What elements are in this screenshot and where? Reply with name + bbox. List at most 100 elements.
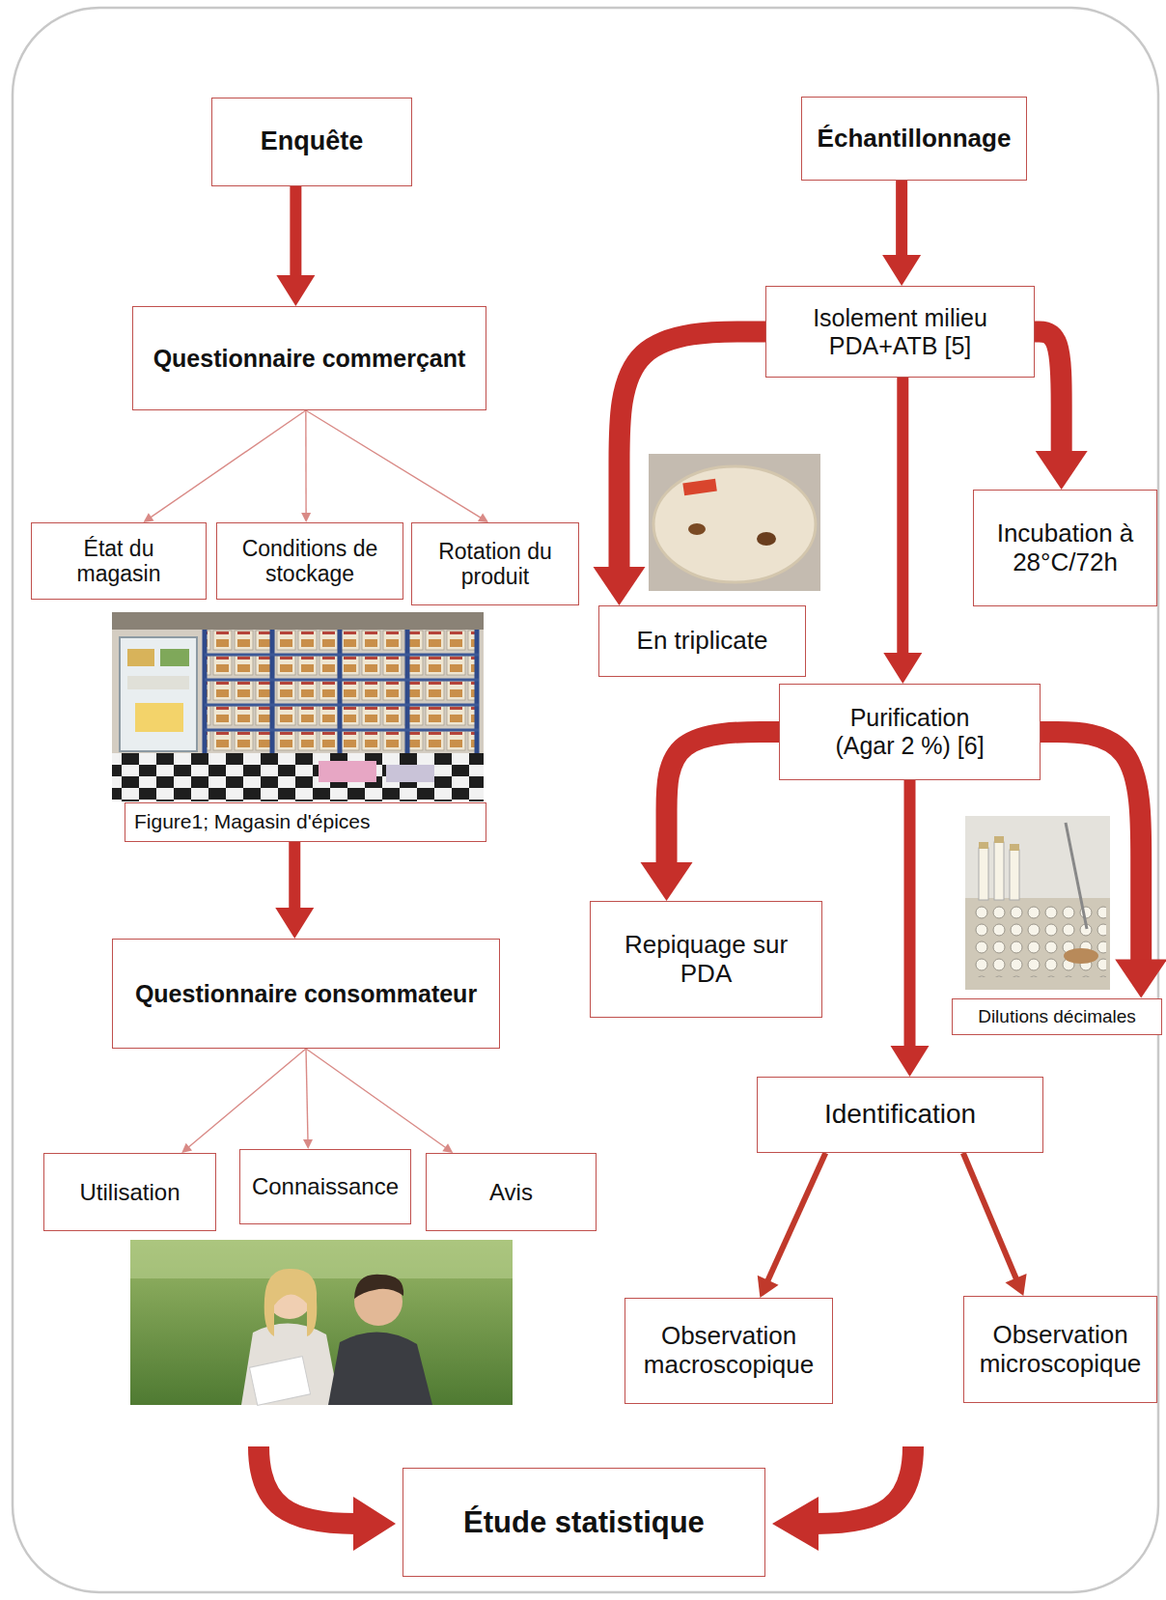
node-label: Utilisation [79, 1178, 180, 1206]
process-box: Incubation à 28°C/72h [972, 489, 1158, 607]
survey-photo [354, 1274, 404, 1299]
node-label: Isolement milieu PDA+ATB [5] [775, 304, 1026, 361]
node-label: Repiquage sur PDA [610, 930, 804, 989]
node-label: Observation microscopique [972, 1320, 1148, 1379]
shop-photo [386, 764, 435, 782]
petri-dish-photo [648, 453, 821, 591]
survey-photo [130, 1239, 513, 1278]
merge-arrow [353, 1496, 396, 1551]
criterion-box: Avis [425, 1152, 597, 1231]
shop-photo [202, 629, 208, 755]
arrow-line [289, 186, 302, 277]
shop-photo [270, 629, 276, 755]
arrow-line [305, 1048, 446, 1148]
node-label: En triplicate [637, 626, 769, 656]
flow-arrow [305, 1048, 453, 1153]
shop-photo [111, 611, 484, 802]
shop-photo [111, 611, 484, 630]
node-label: Observation macroscopique [634, 1321, 824, 1380]
process-box: Observation microscopique [963, 1295, 1158, 1403]
arrow-line [904, 779, 917, 1047]
arrow-head [593, 566, 646, 606]
shop-photo [160, 648, 190, 667]
flow-arrow [276, 186, 315, 306]
shop-photo [127, 675, 190, 690]
survey-photo [328, 1331, 433, 1405]
outer-frame [12, 7, 1159, 1592]
dilution-tubes-photo [965, 815, 1111, 990]
dilution-tubes-photo [965, 815, 1111, 990]
survey-photo [249, 1356, 310, 1406]
criterion-box: Connaissance [239, 1148, 412, 1224]
questionnaire-box: Questionnaire consommateur [111, 938, 500, 1049]
figure-caption: Figure1; Magasin d'épices [124, 802, 487, 842]
dilution-tubes-photo [1009, 843, 1020, 851]
shop-photo [474, 629, 480, 755]
arrow-head [276, 275, 315, 306]
arrow-line [896, 377, 909, 654]
shop-photo [405, 629, 411, 755]
shop-photo [204, 728, 479, 732]
arrow-head [1004, 1273, 1027, 1296]
shop-photo [111, 752, 484, 802]
arrow-head [442, 1142, 453, 1153]
arrow-line [188, 1048, 306, 1147]
arrow-head [1114, 959, 1166, 999]
arrow-head [275, 907, 314, 939]
shop-photo [127, 648, 155, 667]
arrow-line [288, 841, 301, 909]
arrow-head [883, 652, 922, 684]
process-box: Purification (Agar 2 %) [6] [778, 683, 1041, 780]
arrow-head [640, 861, 694, 901]
node-label: Connaissance [251, 1172, 399, 1200]
arrow-line [150, 410, 306, 518]
dilution-tubes-photo [1063, 947, 1099, 964]
dilution-tubes-photo [994, 835, 1004, 843]
shop-photo [204, 678, 479, 682]
flow-arrow [963, 1152, 1028, 1296]
node-label: Rotation du produit [420, 538, 570, 590]
process-box: En triplicate [598, 605, 806, 677]
merge-arrow [258, 1445, 396, 1551]
survey-photo [130, 1239, 513, 1405]
survey-photo [241, 1322, 340, 1405]
process-box: Isolement milieu PDA+ATB [5] [765, 285, 1035, 378]
merge-arrow [816, 1445, 914, 1524]
flow-arrow [883, 377, 922, 684]
node-label: Purification (Agar 2 %) [6] [825, 703, 995, 760]
dilution-tubes-photo [1009, 849, 1020, 900]
arrow-head [1035, 450, 1088, 490]
node-label: Figure1; Magasin d'épices [134, 809, 370, 833]
arrow-head [757, 1275, 779, 1298]
process-box: Observation macroscopique [624, 1297, 833, 1404]
shop-photo [318, 760, 377, 782]
shop-photo [135, 702, 184, 732]
shop-photo [204, 703, 479, 707]
node-label: Questionnaire commerçant [153, 344, 467, 373]
criterion-box: Conditions de stockage [216, 522, 404, 600]
survey-photo [130, 1239, 513, 1405]
arrow-head [181, 1142, 193, 1153]
arrow-head [301, 512, 311, 523]
arrow-line [305, 410, 482, 518]
dilution-tubes-photo [994, 841, 1004, 900]
questionnaire-box: Questionnaire commerçant [132, 305, 487, 411]
node-label: Incubation à 28°C/72h [982, 519, 1148, 578]
petri-dish-photo [688, 523, 706, 535]
flow-arrow [301, 410, 311, 523]
dilution-tubes-photo [965, 897, 1111, 990]
petri-dish-photo [653, 466, 816, 583]
arrow-head [890, 1045, 930, 1077]
criterion-box: Rotation du produit [411, 522, 580, 606]
node-label: Questionnaire consommateur [135, 979, 477, 1008]
node-label: Identification [824, 1098, 976, 1130]
node-label: Conditions de stockage [225, 535, 394, 587]
flow-arrow [640, 731, 779, 901]
merge-arrow [258, 1445, 356, 1524]
survey-box: Enquête [211, 97, 413, 187]
dilution-tubes-photo [1065, 822, 1087, 929]
shop-photo [204, 653, 479, 657]
arrow-line [305, 410, 307, 514]
arrow-head [142, 512, 154, 523]
